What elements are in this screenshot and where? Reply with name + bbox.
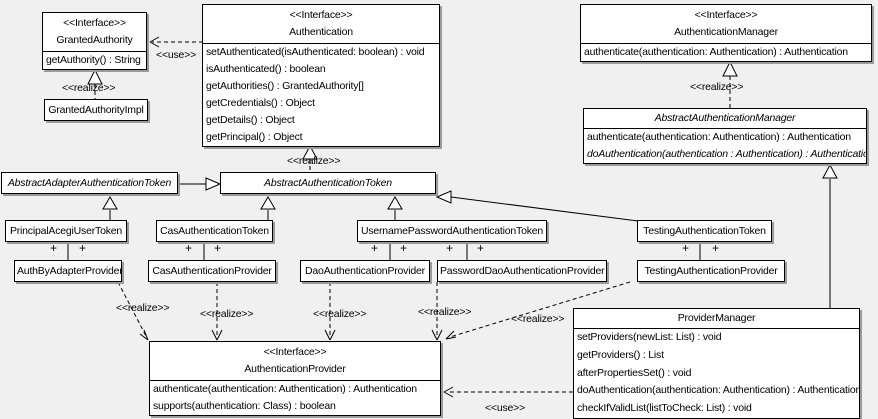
class-name: PasswordDaoAuthenticationProvider — [440, 265, 605, 277]
realize-label: <<realize>> — [200, 308, 254, 320]
class-name: AbstractAdapterAuthenticationToken — [7, 177, 172, 189]
class-principal-acegi-user-token: PrincipalAcegiUserToken — [5, 220, 127, 242]
class-name: AuthenticationManager — [674, 26, 778, 38]
class-name: AuthByAdapterProvider — [17, 265, 121, 277]
class-name: TestingAuthenticationProvider — [644, 265, 778, 277]
class-dao-authentication-provider: DaoAuthenticationProvider — [300, 260, 430, 282]
class-granted-authority-impl: GrantedAuthorityImpl — [44, 99, 148, 121]
association-plus-marker: + — [214, 241, 222, 255]
class-name: AbstractAuthenticationToken — [264, 177, 392, 189]
class-name: DaoAuthenticationProvider — [305, 265, 425, 277]
class-name: UsernamePasswordAuthenticationToken — [360, 225, 544, 237]
method-row: getAuthority() : String — [46, 54, 141, 66]
stereotype-label: <<Interface>> — [263, 346, 327, 358]
stereotype-label: <<Interface>> — [289, 9, 353, 21]
class-abstract-authentication-manager: AbstractAuthenticationManager authentica… — [583, 108, 867, 164]
method-row: getCredentials() : Object — [206, 97, 315, 109]
class-name: GrantedAuthority — [56, 34, 133, 46]
class-name: PrincipalAcegiUserToken — [9, 225, 123, 237]
use-label: <<use>> — [156, 49, 197, 61]
class-name: ProviderManager — [677, 312, 756, 324]
class-name: AbstractAuthenticationManager — [654, 112, 796, 124]
methods-compartment: getAuthority() : String — [43, 51, 146, 69]
association-plus-marker: + — [400, 241, 408, 255]
method-row: afterPropertiesSet() : void — [577, 366, 692, 379]
association-plus-marker: + — [712, 241, 720, 255]
method-row: isAuthenticated() : boolean — [206, 63, 326, 75]
class-name: Authentication — [289, 26, 353, 38]
class-username-password-authentication-token: UsernamePasswordAuthenticationToken — [357, 220, 547, 242]
realize-label: <<realize>> — [313, 308, 367, 320]
class-password-dao-authentication-provider: PasswordDaoAuthenticationProvider — [437, 260, 607, 282]
association-plus-marker: + — [185, 241, 193, 255]
class-authentication: <<Interface>> Authentication setAuthenti… — [202, 4, 440, 147]
methods-compartment: authenticate(authentication: Authenticat… — [584, 128, 866, 163]
class-abstract-authentication-token: AbstractAuthenticationToken — [220, 172, 436, 194]
realize-label: <<realize>> — [287, 155, 341, 167]
class-name: GrantedAuthorityImpl — [48, 104, 144, 116]
method-row: setProviders(newList: List) : void — [577, 331, 722, 343]
class-provider-manager: ProviderManager setProviders(newList: Li… — [573, 308, 860, 419]
class-authentication-provider: <<Interface>> AuthenticationProvider aut… — [149, 341, 441, 416]
method-row: doAuthentication(authentication : Authen… — [587, 148, 866, 160]
methods-compartment: setAuthenticated(isAuthenticated: boolea… — [203, 43, 439, 146]
stereotype-label: <<Interface>> — [694, 9, 758, 21]
stereotype-label: <<Interface>> — [63, 17, 126, 29]
class-name: TestingAuthenticationToken — [643, 225, 766, 237]
class-authentication-manager: <<Interface>> AuthenticationManager auth… — [580, 4, 872, 62]
method-row: authenticate(authentication: Authenticat… — [587, 131, 851, 143]
class-testing-authentication-provider: TestingAuthenticationProvider — [637, 260, 785, 282]
methods-compartment: authenticate(authentication: Authenticat… — [150, 380, 440, 415]
method-row: doAuthentication(authentication: Authent… — [577, 384, 859, 397]
methods-compartment: setProviders(newList: List) : void getPr… — [574, 328, 859, 418]
class-cas-authentication-provider: CasAuthenticationProvider — [148, 260, 276, 282]
association-plus-marker: + — [446, 241, 454, 255]
association-plus-marker: + — [79, 241, 87, 255]
class-granted-authority: <<Interface>> GrantedAuthority getAuthor… — [42, 12, 147, 70]
method-row: authenticate(authentication: Authenticat… — [584, 46, 848, 58]
use-label: <<use>> — [485, 402, 526, 414]
association-plus-marker: + — [371, 241, 379, 255]
class-name: AuthenticationProvider — [244, 363, 346, 375]
class-abstract-adapter-authentication-token: AbstractAdapterAuthenticationToken — [1, 172, 178, 194]
methods-compartment: authenticate(authentication: Authenticat… — [581, 43, 871, 61]
method-row: setAuthenticated(isAuthenticated: boolea… — [206, 46, 425, 58]
method-row: getProviders() : List — [577, 348, 664, 361]
association-plus-marker: + — [50, 241, 58, 255]
realize-label: <<realize>> — [116, 302, 170, 314]
association-plus-marker: + — [682, 241, 690, 255]
class-name: CasAuthenticationToken — [160, 225, 269, 237]
realize-label: <<realize>> — [62, 82, 116, 94]
realize-label: <<realize>> — [418, 306, 472, 318]
association-plus-marker: + — [477, 241, 485, 255]
method-row: supports(authentication: Class) : boolea… — [153, 400, 336, 412]
method-row: getAuthorities() : GrantedAuthority[] — [206, 80, 364, 92]
method-row: checkIfValidList(listToCheck: List) : vo… — [577, 402, 752, 415]
method-row: getPrincipal() : Object — [206, 131, 303, 143]
realize-label: <<realize>> — [690, 81, 744, 93]
method-row: authenticate(authentication: Authenticat… — [153, 383, 417, 395]
method-row: getDetails() : Object — [206, 114, 295, 126]
class-name: CasAuthenticationProvider — [152, 265, 272, 277]
class-auth-by-adapter-provider: AuthByAdapterProvider — [14, 260, 122, 282]
class-testing-authentication-token: TestingAuthenticationToken — [637, 220, 772, 242]
class-cas-authentication-token: CasAuthenticationToken — [156, 220, 273, 242]
realize-label: <<realize>> — [511, 313, 565, 325]
